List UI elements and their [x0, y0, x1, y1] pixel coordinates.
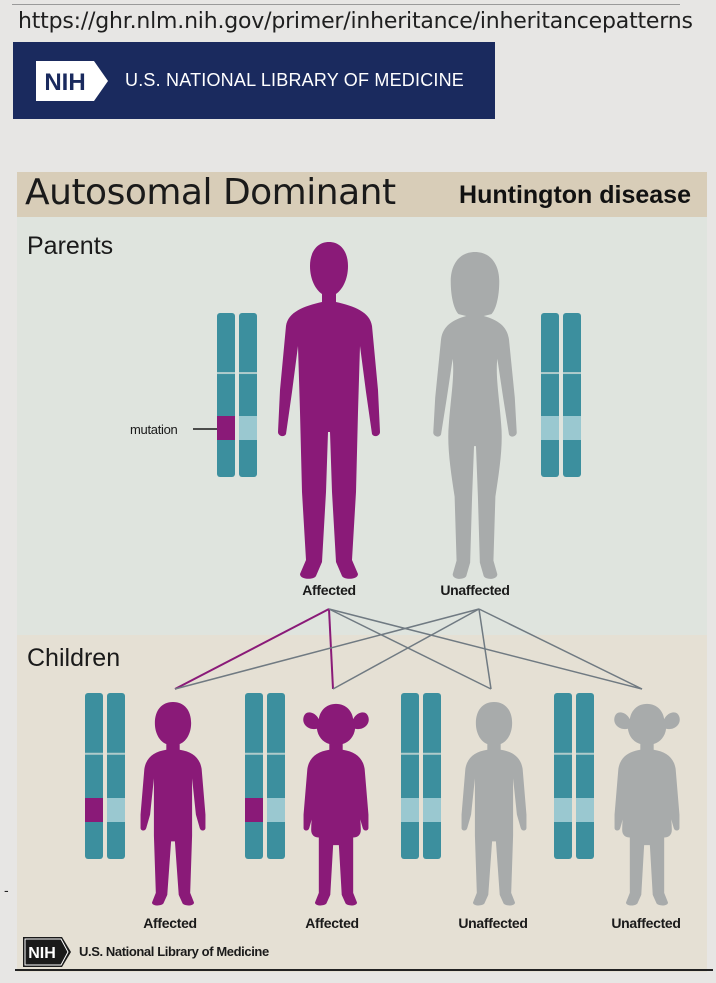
child3-band-1	[401, 798, 419, 822]
child4-girl-figure	[614, 703, 680, 906]
parent-unaffected-band-2	[563, 416, 581, 440]
inheritance-art	[85, 242, 680, 906]
children-heading: Children	[27, 644, 121, 672]
child4-chromosome-1	[554, 693, 572, 859]
parent-label-affected: Affected	[302, 582, 356, 598]
parent-affected-centromere-2	[239, 372, 257, 375]
child4-chromosome-2	[576, 693, 594, 859]
link-affected-child2	[328, 608, 334, 690]
pattern-title: Autosomal Dominant	[25, 172, 396, 213]
nih-logo-text: NIH	[44, 69, 85, 96]
child1-boy-figure	[140, 702, 206, 906]
parent-unaffected-band-1	[541, 416, 559, 440]
parent-affected-chromosome-2	[239, 313, 257, 477]
child1-chromosome-1	[85, 693, 103, 859]
parent-affected-band-1	[217, 416, 235, 440]
parents-heading: Parents	[27, 232, 114, 260]
child-label-2: Affected	[305, 915, 359, 931]
parent-affected-centromere-1	[217, 372, 235, 375]
parent-unaffected-centromere-2	[563, 372, 581, 375]
disease-title: Huntington disease	[459, 181, 691, 209]
link-unaffected-child2	[332, 608, 480, 690]
link-unaffected-child4	[478, 608, 643, 690]
child2-girl-figure	[303, 703, 369, 906]
child3-centromere-2	[423, 752, 441, 755]
child1-centromere-2	[107, 752, 125, 755]
child1-chromosome-2	[107, 693, 125, 859]
child2-band-1	[245, 798, 263, 822]
parent-affected-chromosome-1	[217, 313, 235, 477]
source-url[interactable]: https://ghr.nlm.nih.gov/primer/inheritan…	[18, 9, 693, 34]
parents-panel	[17, 217, 707, 635]
footer-nih-logo-icon: NIH	[23, 937, 71, 967]
parent-unaffected-chromosome-1	[541, 313, 559, 477]
child3-boy-figure	[461, 702, 527, 906]
child-label-1: Affected	[143, 915, 197, 931]
child3-centromere-1	[401, 752, 419, 755]
child4-centromere-1	[554, 752, 572, 755]
child2-centromere-1	[245, 752, 263, 755]
mutation-label: mutation	[130, 422, 178, 437]
child2-band-2	[267, 798, 285, 822]
parent-affected-band-2	[239, 416, 257, 440]
child-label-3: Unaffected	[458, 915, 528, 931]
child3-band-2	[423, 798, 441, 822]
stray-dash: -	[4, 882, 9, 898]
nih-logo-icon: NIH	[36, 61, 108, 101]
child4-band-1	[554, 798, 572, 822]
child3-chromosome-1	[401, 693, 419, 859]
bottom-rule	[15, 969, 713, 971]
parent-male-figure	[278, 242, 380, 579]
link-unaffected-child1	[174, 608, 480, 690]
banner-text: U.S. NATIONAL LIBRARY OF MEDICINE	[125, 70, 465, 90]
child4-centromere-2	[576, 752, 594, 755]
child2-chromosome-1	[245, 693, 263, 859]
child1-band-2	[107, 798, 125, 822]
link-affected-child3	[328, 608, 492, 690]
link-unaffected-child3	[478, 608, 492, 690]
footer-text: U.S. National Library of Medicine	[79, 944, 269, 959]
child3-chromosome-2	[423, 693, 441, 859]
link-affected-child1	[174, 608, 330, 690]
parent-female-figure	[433, 252, 517, 579]
infographic: Autosomal Dominant Huntington disease Pa…	[17, 172, 707, 972]
child2-chromosome-2	[267, 693, 285, 859]
parent-label-unaffected: Unaffected	[440, 582, 510, 598]
child2-centromere-2	[267, 752, 285, 755]
parent-unaffected-centromere-1	[541, 372, 559, 375]
child-label-4: Unaffected	[611, 915, 681, 931]
child1-centromere-1	[85, 752, 103, 755]
nih-banner: NIH U.S. NATIONAL LIBRARY OF MEDICINE	[13, 42, 495, 119]
top-rule	[12, 4, 680, 5]
child1-band-1	[85, 798, 103, 822]
title-bar: Autosomal Dominant Huntington disease	[17, 172, 707, 217]
footer-logo-text: NIH	[28, 945, 56, 962]
child4-band-2	[576, 798, 594, 822]
parent-unaffected-chromosome-2	[563, 313, 581, 477]
